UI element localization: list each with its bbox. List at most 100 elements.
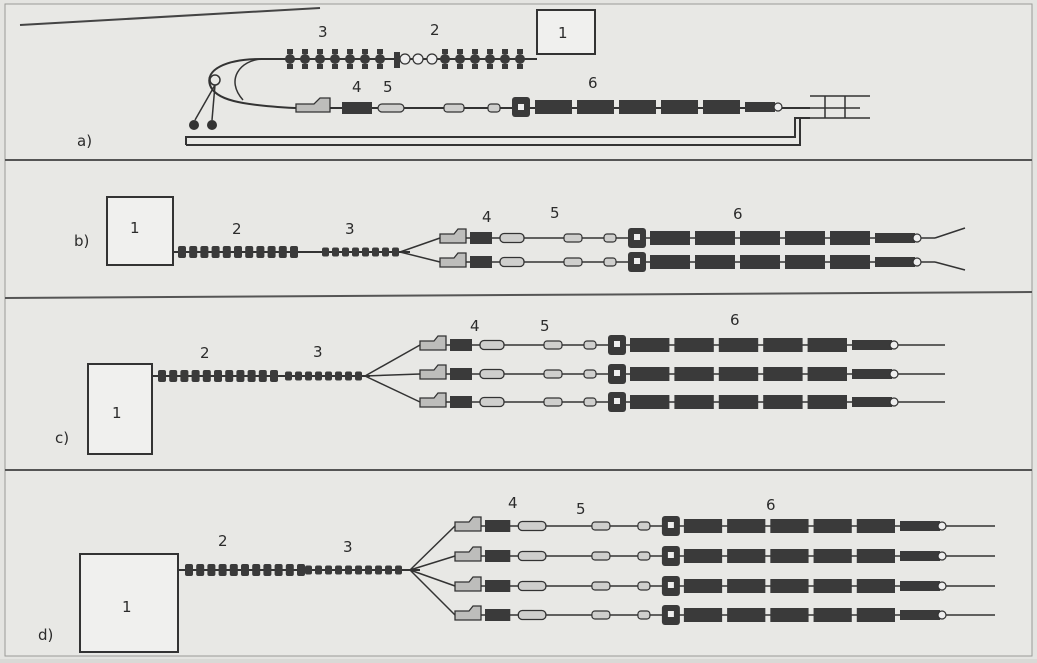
panel-b-element-2 [222, 246, 231, 258]
panel-b-box-1 [106, 196, 174, 266]
panel-b-lane-1-linac-section [650, 231, 690, 245]
panel-b-lane-2-linac-section [740, 255, 780, 269]
panel-d-lane-3-linac-section [813, 579, 852, 593]
panel-b-lane-1-element-5 [499, 232, 525, 244]
panel-d-lane-1-linac-section [683, 519, 723, 533]
panel-b-lane-2-element-5 [499, 256, 525, 268]
panel-a-box-1 [536, 9, 596, 55]
panel-c-element-2 [270, 370, 278, 382]
panel-d-element-2 [185, 564, 193, 576]
panel-b-label-4: 4 [482, 208, 492, 226]
panel-a-dot [330, 54, 340, 64]
panel-a-linac-section [661, 100, 698, 114]
panel-d-lane-1-linac-tail [900, 521, 940, 531]
panel-a-dot-cap [377, 49, 383, 54]
panel-a-loop [208, 58, 296, 109]
panel-a-dot-cap [362, 49, 368, 54]
panel-c-element-3 [355, 371, 362, 381]
panel-d-element-2 [196, 564, 205, 576]
panel-c-lane-1-target [889, 340, 899, 350]
panel-a-dot-cap [332, 64, 338, 69]
panel-c-element-3 [335, 371, 342, 381]
divider-bc [4, 291, 1033, 299]
panel-c: c) 1 2 3 4 5 6 [55, 311, 945, 455]
panel-a-dot-cap [442, 64, 448, 69]
panel-a-dot-cap [517, 49, 523, 54]
panel-c-element-2 [158, 370, 166, 382]
panel-a-dot-cap [362, 64, 368, 69]
panel-b-lane-1-buncher [439, 228, 467, 244]
panel-c-lane-3-linac-section [674, 395, 714, 409]
panel-a-dot [470, 54, 480, 64]
panel-c-lane-3-element-4 [450, 396, 472, 408]
panel-b-label-5: 5 [550, 204, 560, 222]
panel-b-lane-1-linac-section [785, 231, 825, 245]
panel-d-lane-4-linac-section [683, 608, 723, 622]
panel-c-element-3 [315, 371, 322, 381]
panel-d-lane-2-quad-2 [637, 551, 651, 561]
panel-c-element-3 [345, 371, 352, 381]
panel-a-dot-cap [517, 64, 523, 69]
panel-c-lane-2-linac-section [674, 367, 714, 381]
panel-a-dot [500, 54, 510, 64]
panel-b-lane-2-linac-tail [875, 257, 915, 267]
panel-c-element-2 [169, 370, 178, 382]
panel-b-lane-1-quad-2 [603, 233, 617, 243]
panel-d-lane-3-linac-section [770, 579, 809, 593]
panel-c-lane-3-target [889, 397, 899, 407]
panel-a-label-3: 3 [318, 23, 328, 41]
panel-c-element-3 [325, 371, 332, 381]
panel-d-element-2 [218, 564, 227, 576]
panel-c-lane-3-linac-section [630, 395, 670, 409]
panel-d-lane-4-linac-section [856, 608, 895, 622]
panel-c-element-2 [225, 370, 234, 382]
panel-a-inner-loop [234, 58, 263, 101]
panel-c-element-2 [258, 370, 267, 382]
panel-a-dot-cap [332, 49, 338, 54]
panel-c-lane-2-linac-section [807, 367, 847, 381]
panel-d-element-3 [345, 565, 352, 575]
panel-c-lane-3-quad-1 [543, 397, 563, 407]
panel-c-lane-3-linac-section [807, 395, 847, 409]
panel-d-lane-1 [454, 516, 960, 536]
panel-a-dot-cap [472, 64, 478, 69]
panel-d-element-3 [335, 565, 342, 575]
panel-d-lane-4-linac-section [727, 608, 766, 622]
panel-b-lane-2-linac-section [785, 255, 825, 269]
panel-b-element-2 [189, 246, 198, 258]
panel-a-quad-2 [487, 103, 501, 113]
panel-d-lane-2-linac-tail [900, 551, 940, 561]
panel-d-lane-2-linac-section [683, 549, 723, 563]
panel-d-lane-2-target [937, 551, 947, 561]
panel-c-element-2 [202, 370, 211, 382]
panel-d-lane-3-element-4 [485, 580, 511, 592]
panel-a-open-ring [412, 53, 424, 65]
panel-d-box-1 [79, 553, 179, 653]
panel-b-lane-1-quad-1 [563, 233, 583, 243]
panel-a-label: a) [77, 132, 92, 150]
panel-c-lane-1-quad-1 [543, 340, 563, 350]
panel-a-linac-section [535, 100, 572, 114]
panel-c-label-6: 6 [730, 311, 740, 329]
panel-a-dot-cap [287, 64, 293, 69]
panel-d-lane-3-quad-2 [637, 581, 651, 591]
panel-c-lane-1-element-5 [479, 339, 505, 351]
panel-d-label-2: 2 [218, 532, 228, 550]
panel-c-lane-2-linac-section [763, 367, 803, 381]
panel-d-lane-2-linac-section [813, 549, 852, 563]
panel-c-lane-1-element-4 [450, 339, 472, 351]
panel-d-lane-4-quad-1 [591, 610, 611, 620]
panel-b-element-3 [332, 247, 339, 257]
panel-a-separator [394, 52, 400, 68]
panel-c-lane-2-element-4 [450, 368, 472, 380]
panel-b-lane-1-linac-tail [875, 233, 915, 243]
panel-d-lane-1-quad-2 [637, 521, 651, 531]
panel-d-ends [960, 525, 995, 616]
panel-d-lane-3-linac-tail [900, 581, 940, 591]
panel-a-dot-cap [347, 49, 353, 54]
panel-b-label: b) [74, 232, 89, 250]
panel-d-lane-2-linac-section [770, 549, 809, 563]
panel-a-linac-tail [745, 102, 775, 112]
panel-d-lane-4-quad-2 [637, 610, 651, 620]
